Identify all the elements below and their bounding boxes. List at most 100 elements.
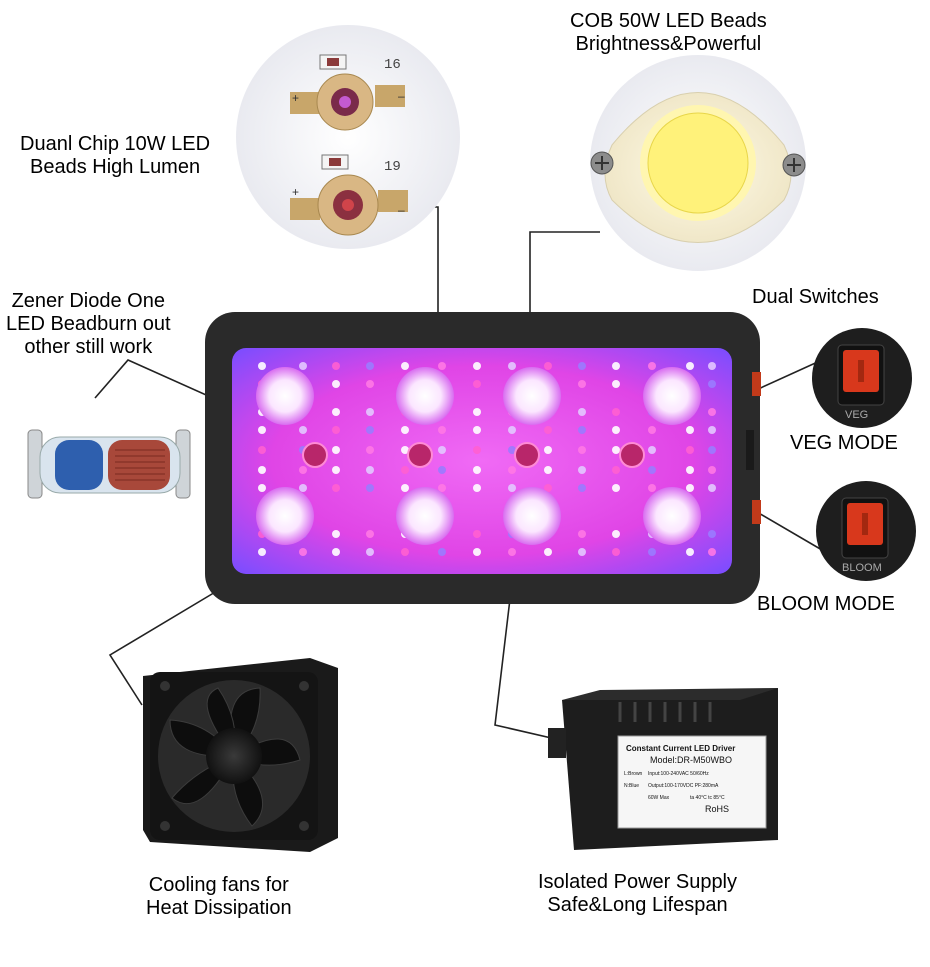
chip-number-16: 16 (384, 57, 401, 73)
panel-light-area (232, 348, 732, 574)
small-led (299, 548, 307, 556)
power-label: Isolated Power Supply Safe&Long Lifespan (538, 871, 737, 917)
small-led (686, 446, 694, 454)
small-led (332, 362, 340, 370)
small-led (544, 362, 552, 370)
small-led (332, 484, 340, 492)
driver-label-plate (617, 735, 767, 829)
small-led (648, 466, 656, 474)
small-led (299, 362, 307, 370)
small-led (578, 380, 586, 388)
driver-model: Model:DR-M50WBO (650, 755, 732, 765)
small-led (508, 446, 516, 454)
small-led (578, 484, 586, 492)
small-led (258, 548, 266, 556)
small-led (708, 530, 716, 538)
small-led (648, 426, 656, 434)
power-label-line2: Safe&Long Lifespan (547, 894, 728, 916)
small-led (366, 426, 374, 434)
small-led (299, 426, 307, 434)
power-callout (494, 581, 561, 741)
small-led (508, 548, 516, 556)
cob-label-line2: Brightness&Powerful (575, 33, 762, 55)
small-led (686, 362, 694, 370)
small-led (366, 484, 374, 492)
small-led (366, 530, 374, 538)
big-led (643, 367, 701, 425)
driver-input-label: L:Brown (624, 771, 643, 777)
small-led (332, 466, 340, 474)
small-led (708, 484, 716, 492)
led-driver-icon: Constant Current LED Driver Model:DR-M50… (548, 688, 778, 850)
driver-input: Input:100-240VAC 50/60Hz (648, 771, 709, 777)
big-led-row-top (256, 367, 701, 425)
big-led (396, 367, 454, 425)
bloom-switch-mark: BLOOM (842, 562, 882, 574)
driver-title: Constant Current LED Driver (626, 744, 735, 753)
svg-text:–: – (398, 203, 405, 217)
big-led (256, 367, 314, 425)
dual-chip-closeup: + – + – 16 19 (236, 25, 460, 249)
small-led (578, 446, 586, 454)
driver-output-label: N:Blue (624, 783, 639, 789)
small-led (544, 548, 552, 556)
small-led (366, 446, 374, 454)
small-led (578, 408, 586, 416)
chip-led (619, 442, 645, 468)
small-led (401, 466, 409, 474)
small-led (258, 484, 266, 492)
small-led (578, 530, 586, 538)
dual-switches-label: Dual Switches (752, 286, 879, 308)
driver-temps: ta 40°C tc 85°C (690, 795, 725, 801)
small-led (473, 548, 481, 556)
small-led (508, 426, 516, 434)
chip-led (407, 442, 433, 468)
small-led (508, 484, 516, 492)
small-led (708, 446, 716, 454)
small-led (332, 408, 340, 416)
small-led (578, 362, 586, 370)
cooling-label-line1: Cooling fans for (148, 874, 289, 896)
small-led (438, 548, 446, 556)
small-led (332, 380, 340, 388)
cooling-fan-icon (143, 658, 338, 852)
big-led (503, 487, 561, 545)
small-led (708, 408, 716, 416)
cob-label: COB 50W LED Beads Brightness&Powerful (570, 10, 767, 56)
small-led (544, 426, 552, 434)
small-led (401, 426, 409, 434)
small-led (258, 362, 266, 370)
small-led (686, 484, 694, 492)
dual-chip-label-line2: Beads High Lumen (29, 156, 201, 178)
small-led (438, 426, 446, 434)
cob-label-line1: COB 50W LED Beads (570, 10, 767, 32)
small-led (438, 466, 446, 474)
small-led (473, 484, 481, 492)
small-led (686, 426, 694, 434)
small-led (473, 530, 481, 538)
small-led (473, 446, 481, 454)
cooling-label: Cooling fans for Heat Dissipation (146, 874, 292, 920)
small-led (366, 362, 374, 370)
svg-text:+: + (292, 185, 299, 199)
small-led (686, 466, 694, 474)
small-led (708, 548, 716, 556)
small-led (544, 446, 552, 454)
small-led (401, 362, 409, 370)
small-led (544, 484, 552, 492)
small-led (258, 426, 266, 434)
small-led (648, 548, 656, 556)
fan-callout (108, 587, 223, 706)
small-led (473, 408, 481, 416)
cob-closeup (590, 55, 806, 271)
small-led (473, 362, 481, 370)
small-led (299, 466, 307, 474)
small-led (473, 380, 481, 388)
side-switch-veg (752, 372, 761, 396)
small-led (401, 484, 409, 492)
small-led (648, 484, 656, 492)
small-led (438, 484, 446, 492)
small-led (612, 548, 620, 556)
small-led (332, 530, 340, 538)
small-led (612, 466, 620, 474)
